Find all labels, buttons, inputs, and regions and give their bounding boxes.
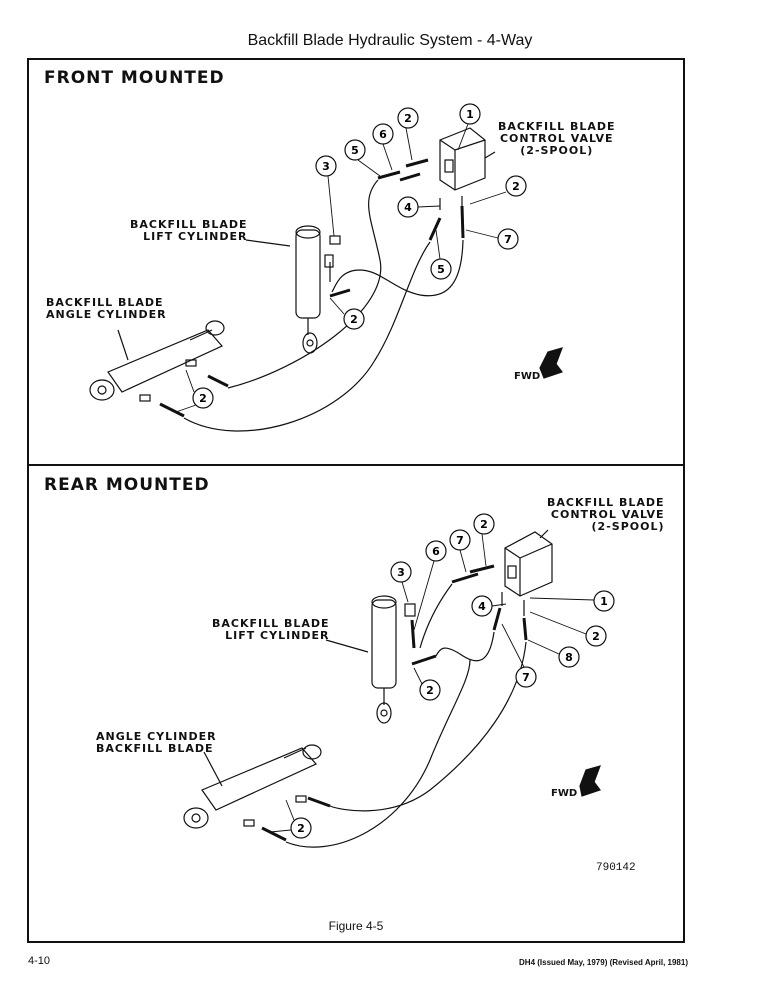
rear-callout-2a: 2 bbox=[473, 513, 495, 535]
page-number: 4-10 bbox=[28, 955, 51, 967]
figure-frame bbox=[27, 58, 685, 943]
rear-callout-8: 8 bbox=[558, 646, 580, 668]
svg-text:2: 2 bbox=[512, 180, 520, 193]
svg-text:4: 4 bbox=[478, 600, 486, 613]
front-callout-3: 3 bbox=[315, 155, 337, 177]
rear-callout-4: 4 bbox=[471, 595, 493, 617]
svg-text:1: 1 bbox=[466, 108, 474, 121]
front-callout-2c: 2 bbox=[343, 308, 365, 330]
front-callout-2b: 2 bbox=[505, 175, 527, 197]
svg-text:6: 6 bbox=[432, 545, 440, 558]
rear-callout-2c: 2 bbox=[419, 679, 441, 701]
svg-text:2: 2 bbox=[426, 684, 434, 697]
figure-caption: Figure 4-5 bbox=[328, 919, 384, 933]
rear-callout-2b: 2 bbox=[585, 625, 607, 647]
svg-text:2: 2 bbox=[199, 392, 207, 405]
front-callout-5a: 5 bbox=[344, 139, 366, 161]
svg-text:2: 2 bbox=[592, 630, 600, 643]
front-control-valve-label: BACKFILL BLADE CONTROL VALVE (2-SPOOL) bbox=[498, 120, 616, 157]
front-callout-5b: 5 bbox=[430, 258, 452, 280]
svg-text:8: 8 bbox=[565, 651, 573, 664]
front-callout-6: 6 bbox=[372, 123, 394, 145]
front-callout-2d: 2 bbox=[192, 387, 214, 409]
drawing-number: 790142 bbox=[596, 862, 636, 874]
front-fwd-arrow bbox=[539, 347, 563, 379]
rear-lift-cylinder bbox=[371, 595, 416, 724]
front-angle-cylinder-label: BACKFILL BLADE ANGLE CYLINDER bbox=[46, 296, 167, 321]
rear-angle-cylinder-label: ANGLE CYLINDER BACKFILL BLADE bbox=[96, 730, 217, 755]
rear-callout-7b: 7 bbox=[515, 666, 537, 688]
document-info: DH4 (Issued May, 1979) (Revised April, 1… bbox=[519, 958, 688, 967]
front-fwd-label: FWD bbox=[514, 371, 541, 382]
rear-lift-cylinder-label: BACKFILL BLADE LIFT CYLINDER bbox=[212, 617, 330, 642]
svg-text:7: 7 bbox=[522, 671, 530, 684]
rear-fwd-label: FWD bbox=[551, 788, 578, 799]
rear-angle-cylinder bbox=[183, 744, 322, 829]
front-callout-2a: 2 bbox=[397, 107, 419, 129]
rear-callout-3: 3 bbox=[390, 561, 412, 583]
svg-text:6: 6 bbox=[379, 128, 387, 141]
rear-fwd-arrow bbox=[579, 765, 601, 797]
svg-text:4: 4 bbox=[404, 201, 412, 214]
rear-callout-7a: 7 bbox=[449, 529, 471, 551]
svg-text:2: 2 bbox=[350, 313, 358, 326]
front-callout-7: 7 bbox=[497, 228, 519, 250]
svg-text:5: 5 bbox=[351, 144, 359, 157]
svg-text:3: 3 bbox=[397, 566, 405, 579]
svg-text:2: 2 bbox=[297, 822, 305, 835]
rear-control-valve bbox=[504, 531, 553, 597]
section-divider bbox=[27, 464, 685, 466]
svg-text:7: 7 bbox=[456, 534, 464, 547]
front-lift-cylinder-label: BACKFILL BLADE LIFT CYLINDER bbox=[130, 218, 248, 243]
rear-section-title: REAR MOUNTED bbox=[44, 475, 210, 495]
svg-text:1: 1 bbox=[600, 595, 608, 608]
front-lift-cylinder bbox=[295, 225, 341, 354]
rear-control-valve-label: BACKFILL BLADE CONTROL VALVE (2-SPOOL) bbox=[547, 496, 665, 533]
front-section-title: FRONT MOUNTED bbox=[44, 68, 225, 88]
front-callout-4: 4 bbox=[397, 196, 419, 218]
svg-text:2: 2 bbox=[480, 518, 488, 531]
rear-callout-2d: 2 bbox=[290, 817, 312, 839]
rear-callout-1: 1 bbox=[593, 590, 615, 612]
page-title: Backfill Blade Hydraulic System - 4-Way bbox=[247, 32, 533, 49]
rear-callout-6: 6 bbox=[425, 540, 447, 562]
svg-text:7: 7 bbox=[504, 233, 512, 246]
svg-text:2: 2 bbox=[404, 112, 412, 125]
svg-text:3: 3 bbox=[322, 160, 330, 173]
front-control-valve bbox=[439, 127, 486, 191]
svg-text:5: 5 bbox=[437, 263, 445, 276]
front-callout-1: 1 bbox=[459, 103, 481, 125]
front-angle-cylinder bbox=[89, 320, 225, 402]
